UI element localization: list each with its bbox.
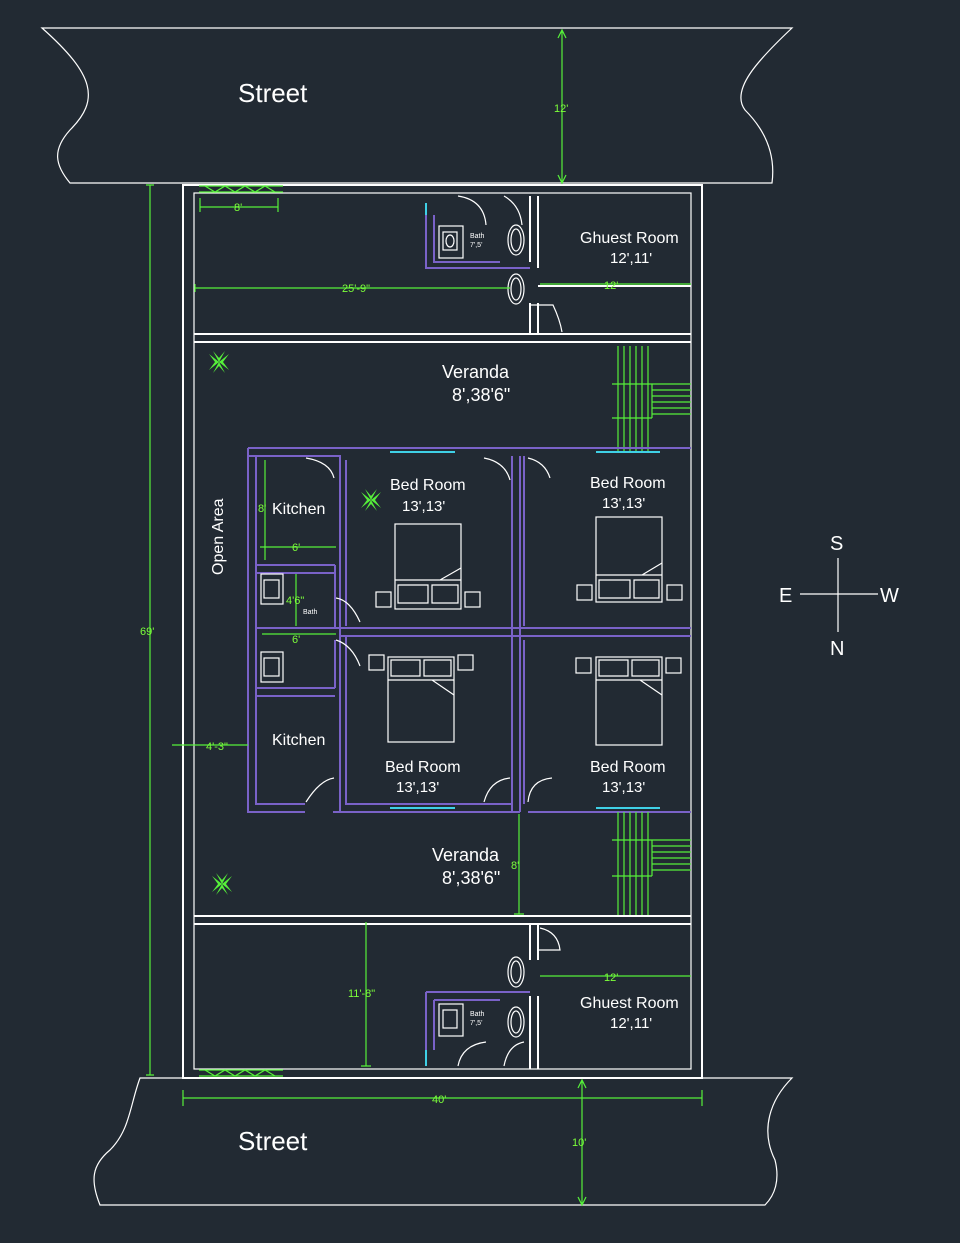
dimension-lines	[146, 28, 703, 1207]
veranda-bottom-label: Veranda	[432, 845, 500, 865]
bath-top-size: 7',5'	[470, 242, 482, 249]
compass-east: E	[779, 585, 792, 607]
bed-2	[576, 516, 683, 603]
plant-icon	[209, 351, 229, 373]
bed-3	[368, 654, 474, 743]
door-swings-bottom	[457, 927, 561, 1067]
small-baths	[260, 573, 284, 683]
kitchen-top-label: Kitchen	[272, 501, 325, 518]
bed-4-label: Bed Room	[590, 759, 666, 776]
dim-bath-width: 6'	[292, 634, 300, 646]
gate-bottom	[199, 1069, 283, 1077]
bed-3-size: 13',13'	[396, 779, 439, 796]
bed-3-label: Bed Room	[385, 759, 461, 776]
bath-top	[438, 224, 525, 305]
street-bottom	[93, 1077, 794, 1206]
bed-2-size: 13',13'	[602, 495, 645, 512]
bath-top-label: Bath	[470, 233, 485, 240]
veranda-bottom-size: 8',38'6"	[442, 868, 500, 888]
guest-room-bottom-size: 12',11'	[610, 1015, 652, 1032]
small-bath-label: Bath	[303, 609, 318, 616]
dim-total-depth: 69'	[140, 626, 154, 638]
bed-1	[375, 523, 481, 610]
stairs-top	[612, 346, 691, 452]
stairs-bottom	[612, 812, 691, 916]
veranda-top-label: Veranda	[442, 362, 510, 382]
dim-guest-top-width: 12'	[604, 280, 618, 292]
compass-north: N	[830, 638, 844, 660]
dim-kitchen-depth: 8'	[258, 503, 266, 515]
guest-room-bottom-label: Ghuest Room	[580, 995, 679, 1012]
street-bottom-label: Street	[238, 1126, 308, 1156]
bath-bottom	[438, 956, 525, 1038]
compass-west: W	[880, 585, 899, 607]
plant-icon	[361, 489, 381, 511]
guest-room-top-size: 12',11'	[610, 250, 652, 267]
bed-4-size: 13',13'	[602, 779, 645, 796]
dim-total-width: 40'	[432, 1094, 446, 1106]
dim-side-gap: 4'-3"	[206, 741, 228, 753]
dim-guest-bottom-width: 12'	[604, 972, 618, 984]
bed-1-label: Bed Room	[390, 477, 466, 494]
compass-icon	[800, 558, 878, 632]
bed-2-label: Bed Room	[590, 475, 666, 492]
guest-room-top-label: Ghuest Room	[580, 230, 679, 247]
open-area-label: Open Area	[210, 498, 227, 575]
bath-bottom-size: 7',5'	[470, 1020, 482, 1027]
dim-veranda-depth: 8'	[511, 860, 519, 872]
bath-bottom-label: Bath	[470, 1011, 485, 1018]
street-top-label: Street	[238, 78, 308, 108]
windows	[390, 451, 660, 809]
kitchen-bottom-label: Kitchen	[272, 732, 325, 749]
door-swings-top	[457, 195, 563, 333]
bed-1-size: 13',13'	[402, 498, 445, 515]
bed-4	[575, 656, 682, 746]
dim-span-25: 25'-9"	[342, 283, 370, 295]
dim-street-top: 12'	[554, 103, 568, 115]
plant-icon	[212, 873, 232, 895]
door-swings-center	[305, 457, 553, 803]
dim-kitchen-width: 6'	[292, 542, 300, 554]
dim-gate-top: 8'	[234, 202, 242, 214]
compass-south: S	[830, 533, 843, 555]
guest-room-top-walls	[194, 196, 691, 343]
dim-bath-depth: 4'6"	[286, 595, 304, 607]
dim-street-bottom: 10'	[572, 1137, 586, 1149]
guest-room-bottom-walls	[194, 915, 691, 1069]
veranda-top-size: 8',38'6"	[452, 385, 510, 405]
gate-top	[199, 185, 283, 193]
street-top	[40, 27, 794, 184]
central-block-walls	[247, 447, 691, 813]
dim-guest-bottom-depth: 11'-8"	[348, 988, 375, 1000]
plot-boundary	[182, 184, 703, 1079]
